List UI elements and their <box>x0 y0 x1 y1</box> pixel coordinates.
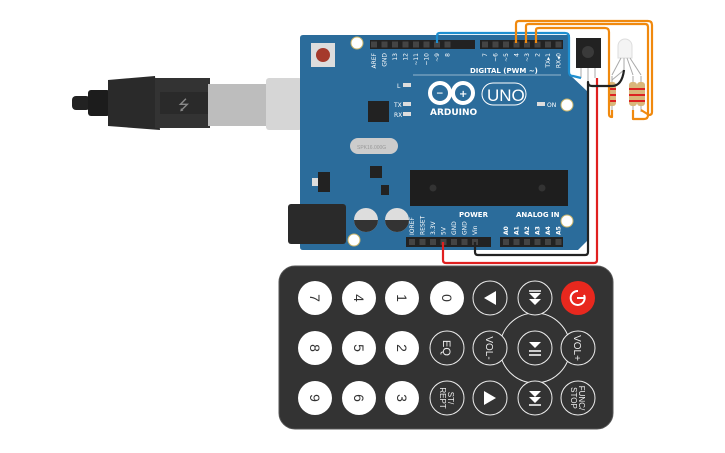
usb-icon: ⭍ <box>178 97 190 113</box>
remote-button-label: 9 <box>307 394 323 402</box>
pin-label: ~3 <box>524 53 531 62</box>
pin-label: 2 <box>535 53 542 57</box>
wire-black <box>473 69 626 257</box>
prev-track-icon <box>529 293 541 305</box>
ir-receiver[interactable] <box>576 38 601 82</box>
led-on-label: ON <box>547 102 556 109</box>
model-name: UNO <box>487 86 525 105</box>
pin-label: GND <box>451 221 458 235</box>
led-tx-label: TX <box>393 102 402 109</box>
remote-button[interactable] <box>429 380 465 416</box>
remote-button-label: STOP <box>569 387 578 409</box>
power-jack <box>288 204 346 244</box>
remote-button[interactable] <box>560 330 596 366</box>
pin-label: 13 <box>392 53 399 61</box>
remote-button-label: REPT <box>438 387 447 408</box>
pin-label: A3 <box>535 226 542 235</box>
led-l-label: L <box>397 83 401 90</box>
wire-orange-1 <box>514 19 654 117</box>
pin-label: TX▸1 <box>545 53 552 69</box>
pin-label: A0 <box>503 226 510 235</box>
pin-label: A5 <box>556 226 563 235</box>
remote-button-label: 8 <box>307 344 323 352</box>
analog-header <box>500 237 563 247</box>
usb-cable[interactable]: ⭍ <box>72 76 302 130</box>
right-arrow-icon <box>484 391 496 405</box>
remote-button-label: 4 <box>351 294 367 302</box>
pin-label: 8 <box>445 53 452 57</box>
pin-label: 7 <box>482 53 489 57</box>
pin-label: GND <box>462 221 469 235</box>
remote-button[interactable] <box>472 330 508 366</box>
remote-button-label: 1 <box>394 294 410 302</box>
pin-label: 4 <box>514 53 521 57</box>
remote-button-label: VOL- <box>483 336 494 359</box>
crystal-label: SPK16.000G <box>357 145 386 151</box>
remote-button-label: 5 <box>351 344 367 352</box>
svg-text:+: + <box>459 89 467 100</box>
left-arrow-icon <box>484 291 496 305</box>
remote-button[interactable] <box>342 381 376 415</box>
remote-button-label: 7 <box>307 294 323 302</box>
power-label: POWER <box>459 211 489 219</box>
pin-label: A1 <box>514 226 521 235</box>
power-header <box>406 237 491 247</box>
ir-remote[interactable]: 7 4 1 0 8 5 2 9 6 3 EQ VOL- VOL+ ST/REPT FUNC/STOP <box>278 265 614 430</box>
remote-button[interactable] <box>560 380 596 416</box>
remote-button[interactable] <box>298 281 332 315</box>
wire-orange-3 <box>534 26 614 119</box>
remote-button-label: 6 <box>351 394 367 402</box>
remote-button-label: 2 <box>394 344 410 352</box>
play-pause-icon <box>529 342 541 348</box>
wire-orange-2 <box>524 22 650 121</box>
remote-button[interactable] <box>385 331 419 365</box>
remote-button[interactable] <box>342 281 376 315</box>
pin-label: IOREF <box>409 217 416 235</box>
pin-label: 3.3V <box>430 220 437 235</box>
pin-label: AREF <box>371 52 378 68</box>
pin-label: A4 <box>545 226 552 235</box>
remote-button-label: 3 <box>394 394 410 402</box>
arduino-logo: − + <box>428 81 475 105</box>
remote-button[interactable] <box>430 281 464 315</box>
digital-header-right <box>480 40 563 49</box>
remote-button-label: ST/ <box>446 392 455 405</box>
pin-label: ~9 <box>434 53 441 62</box>
rgb-led[interactable] <box>611 38 642 81</box>
next-track-icon <box>529 391 541 403</box>
remote-button-label: EQ <box>440 340 452 356</box>
pin-label: RX◂0 <box>556 53 563 68</box>
digital-header-left <box>370 40 475 49</box>
remote-button[interactable] <box>298 381 332 415</box>
pin-label: Vin <box>472 225 479 235</box>
power-icon <box>569 289 586 306</box>
svg-text:−: − <box>436 89 444 99</box>
pin-label: 5V <box>441 226 448 235</box>
remote-button[interactable] <box>429 330 465 366</box>
remote-button[interactable] <box>342 331 376 365</box>
brand-name: ARDUINO <box>430 108 478 118</box>
usb-port <box>266 78 302 130</box>
analog-label: ANALOG IN <box>516 211 560 219</box>
pin-label: ~11 <box>413 53 420 66</box>
pin-label: 12 <box>403 53 410 61</box>
remote-button-label: FUNC/ <box>577 386 586 411</box>
wire-blue <box>435 31 582 80</box>
digital-label: DIGITAL (PWM ~) <box>470 67 538 75</box>
pin-label: ~6 <box>493 53 500 62</box>
remote-button[interactable] <box>385 281 419 315</box>
led-rx-label: RX <box>394 112 402 119</box>
pin-label: GND <box>382 53 389 67</box>
pin-label: ~10 <box>424 53 431 66</box>
pin-label: ~5 <box>503 53 510 62</box>
wire-red <box>441 78 599 265</box>
remote-button[interactable] <box>298 331 332 365</box>
pin-label: RESET <box>420 215 427 235</box>
remote-button[interactable] <box>385 381 419 415</box>
remote-button-label: 0 <box>439 294 455 302</box>
remote-button-label: VOL+ <box>571 335 582 361</box>
pin-label: A2 <box>524 226 531 235</box>
